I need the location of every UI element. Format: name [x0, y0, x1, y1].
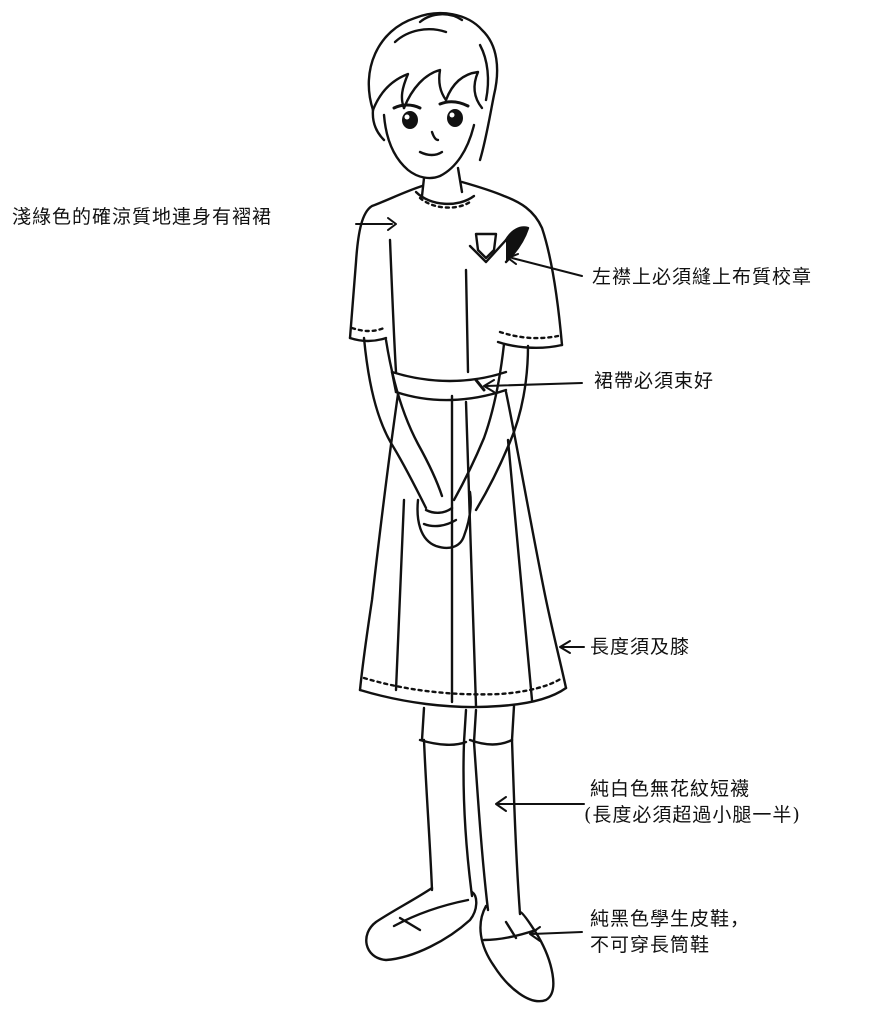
label-socks-line1: 純白色無花紋短襪: [590, 778, 751, 800]
arms: [362, 336, 530, 550]
label-badge: 左襟上必須縫上布質校章: [592, 266, 813, 288]
legs-socks: [418, 704, 522, 916]
badge-arrowhead: [507, 253, 519, 265]
label-socks-line2: (長度必須超過小腿一半): [584, 804, 801, 826]
belt-arrowhead: [483, 379, 495, 393]
label-shoes-line1: 純黑色學生皮鞋，: [590, 908, 751, 930]
label-belt: 裙帶必須束好: [594, 370, 715, 392]
belt-leader: [485, 382, 583, 387]
face: [382, 100, 476, 180]
leader-lines: [355, 217, 585, 942]
badge-leader: [511, 257, 583, 277]
dress-bodice: [348, 180, 564, 374]
hair: [367, 11, 499, 162]
skirt: [358, 390, 568, 709]
shoes-leader: [531, 931, 583, 935]
badge-emblem: [468, 226, 530, 264]
label-dress: 淺綠色的確涼質地連身有褶裙: [12, 206, 273, 228]
neck: [420, 166, 464, 198]
dress-arrowhead: [387, 217, 397, 231]
shoes-arrowhead: [529, 926, 541, 942]
label-length: 長度須及膝: [590, 636, 691, 658]
label-shoes-line2: 不可穿長筒鞋: [590, 934, 711, 956]
length-arrowhead: [559, 640, 571, 654]
shoes: [365, 886, 555, 1003]
socks-arrowhead: [495, 796, 507, 812]
